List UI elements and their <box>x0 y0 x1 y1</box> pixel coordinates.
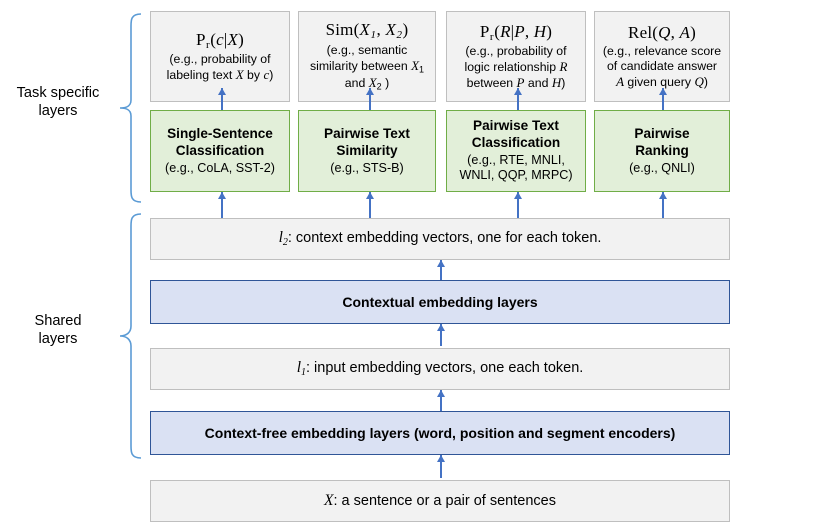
task-specific-layers-label: Task specific layers <box>2 84 114 121</box>
embedding-label-l2: l2: context embedding vectors, one for e… <box>278 229 602 249</box>
task-box-pairwise-text-similarity: Pairwise Text Similarity (e.g., STS-B) <box>298 110 436 192</box>
output-formula-similarity: Sim(X1, X2) <box>325 20 409 42</box>
layer-box-context-free-embedding: Context-free embedding layers (word, pos… <box>150 411 730 455</box>
task-examples-3-line2: WNLI, QQP, MRPC) <box>459 168 573 183</box>
shared-layers-brace <box>119 213 142 459</box>
task-title-4-line1: Pairwise <box>634 125 690 141</box>
task-title-3-line2: Classification <box>471 135 561 151</box>
task-title-4-line2: Ranking <box>635 142 689 158</box>
input-label-sentence: X: a sentence or a pair of sentences <box>324 492 556 510</box>
task-title-1-line1: Single-Sentence <box>167 125 273 141</box>
shared-layers-label-line1: Shared <box>34 313 82 329</box>
task-examples-2: (e.g., STS-B) <box>330 160 404 175</box>
layer-title-context-free-embedding: Context-free embedding layers (word, pos… <box>204 424 676 441</box>
task-specific-layers-label-line1: Task specific <box>16 85 100 101</box>
shared-layers-label-line2: layers <box>38 331 78 348</box>
task-examples-3-line1: (e.g., RTE, MNLI, <box>467 152 565 167</box>
input-box-sentence: X: a sentence or a pair of sentences <box>150 480 730 522</box>
task-examples-1: (e.g., CoLA, SST-2) <box>165 160 275 175</box>
embedding-label-l1: l1: input embedding vectors, one each to… <box>296 359 584 379</box>
task-title-3-line1: Pairwise Text <box>473 118 559 134</box>
task-examples-4: (e.g., QNLI) <box>629 160 695 175</box>
layer-box-contextual-embedding: Contextual embedding layers <box>150 280 730 324</box>
shared-layers-label: Shared layers <box>2 312 114 349</box>
embedding-box-l2: l2: context embedding vectors, one for e… <box>150 218 730 260</box>
task-specific-brace <box>119 13 142 203</box>
task-box-pairwise-ranking: Pairwise Ranking (e.g., QNLI) <box>594 110 730 192</box>
task-title-2-line1: Pairwise Text <box>324 125 410 141</box>
task-title-2-line2: Similarity <box>336 142 398 158</box>
embedding-box-l1: l1: input embedding vectors, one each to… <box>150 348 730 390</box>
layer-title-contextual-embedding: Contextual embedding layers <box>342 293 538 310</box>
output-formula-entailment: Pr(R|P, H) <box>479 21 553 43</box>
task-specific-layers-label-line2: layers <box>38 103 78 120</box>
task-box-single-sentence-classification: Single-Sentence Classification (e.g., Co… <box>150 110 290 192</box>
task-box-pairwise-text-classification: Pairwise Text Classification (e.g., RTE,… <box>446 110 586 192</box>
output-formula-relevance: Rel(Q, A) <box>628 23 696 43</box>
output-formula-classification: Pr(c|X) <box>195 29 244 51</box>
task-title-1-line2: Classification <box>175 142 265 158</box>
